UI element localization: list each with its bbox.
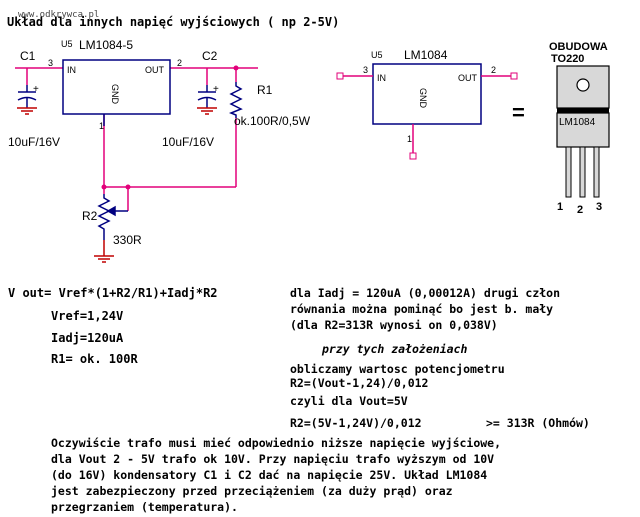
regulator-name: LM1084-5 bbox=[79, 38, 133, 52]
footer-line-5: przegrzaniem (temperatura). bbox=[51, 500, 238, 514]
formula-r1: R1= ok. 100R bbox=[51, 352, 138, 366]
c2-value: 10uF/16V bbox=[162, 135, 214, 149]
pin-out-label: OUT bbox=[145, 65, 165, 75]
package-pin-2: 2 bbox=[577, 204, 583, 216]
symbol-pin-num-in: 3 bbox=[363, 65, 368, 75]
pin-gnd-label: GND bbox=[110, 84, 120, 105]
c1-ground-icon bbox=[17, 107, 37, 115]
lm1084-symbol bbox=[336, 63, 518, 160]
formula-main: V out= Vref*(1+R2/R1)+Iadj*R2 bbox=[8, 286, 218, 300]
junction-dot bbox=[125, 184, 131, 190]
c1-value: 10uF/16V bbox=[8, 135, 60, 149]
r2-value: 330R bbox=[113, 233, 142, 247]
note-calc-2: R2=(Vout-1,24)/0,012 bbox=[290, 376, 429, 390]
regulator-box bbox=[62, 59, 171, 115]
footer-line-3: (do 16V) kondensatory C1 i C2 dać na nap… bbox=[51, 468, 488, 482]
footer-line-1: Oczywiście trafo musi mieć odpowiednio n… bbox=[51, 436, 502, 450]
c1-plus: + bbox=[33, 84, 39, 95]
package-title-2: TO220 bbox=[551, 53, 584, 65]
note-calc-3: czyli dla Vout=5V bbox=[290, 394, 408, 408]
pin-num-gnd: 1 bbox=[99, 121, 104, 131]
symbol-name: LM1084 bbox=[404, 48, 448, 62]
package-pin-1: 1 bbox=[557, 201, 563, 213]
footer-line-2: dla Vout 2 - 5V trafo ok 10V. Przy napię… bbox=[51, 452, 495, 466]
symbol-pin-num-out: 2 bbox=[491, 65, 496, 75]
symbol-pin-num-gnd: 1 bbox=[407, 134, 412, 144]
formula-iadj: Iadj=120uA bbox=[51, 331, 124, 345]
r1-value: ok.100R/0,5W bbox=[234, 114, 311, 128]
website-watermark: www.odkrywca.pl bbox=[18, 10, 100, 20]
symbol-pin-in: IN bbox=[377, 73, 386, 83]
pin-num-in: 3 bbox=[48, 58, 53, 68]
note-line-2: równania można pominąć bo jest b. mały bbox=[290, 302, 554, 316]
page-title: Układ dla innych napięć wyjściowych ( np… bbox=[7, 15, 340, 29]
package-title-1: OBUDOWA bbox=[549, 41, 608, 53]
c2-plus: + bbox=[213, 84, 219, 95]
symbol-pin-gnd: GND bbox=[418, 88, 428, 109]
pin-in-label: IN bbox=[67, 65, 76, 75]
junction-dot bbox=[101, 184, 107, 190]
note-calc-4: R2=(5V-1,24V)/0,012 bbox=[290, 416, 422, 430]
c2-label: C2 bbox=[202, 49, 218, 63]
note-calc-1: obliczamy wartosc potencjometru bbox=[290, 362, 505, 376]
r2-wiper-arrow bbox=[106, 205, 128, 217]
symbol-u5-label: U5 bbox=[371, 50, 383, 60]
symbol-pin-out: OUT bbox=[458, 73, 478, 83]
footer-line-4: jest zabezpieczony przed przeciążeniem (… bbox=[51, 484, 453, 498]
formula-vref: Vref=1,24V bbox=[51, 309, 124, 323]
note-line-3: (dla R2=313R wynosi on 0,038V) bbox=[290, 318, 498, 332]
junction-dot bbox=[233, 65, 239, 71]
c2-capacitor bbox=[197, 85, 217, 108]
package-pin-3: 3 bbox=[596, 201, 602, 213]
r2-label: R2 bbox=[82, 209, 98, 223]
r2-potentiometer bbox=[97, 194, 111, 240]
circuit-schematic: U5 LM1084-5 IN OUT GND 3 2 1 C1 C2 + + 1… bbox=[8, 38, 610, 263]
note-line-1: dla Iadj = 120uA (0,00012A) drugi człon bbox=[290, 286, 561, 300]
note-calc-5: >= 313R (Ohmów) bbox=[486, 416, 590, 430]
r1-resistor bbox=[228, 82, 243, 118]
r1-label: R1 bbox=[257, 83, 273, 97]
c1-label: C1 bbox=[20, 49, 36, 63]
package-marking: LM1084 bbox=[559, 117, 596, 128]
note-assumptions: przy tych założeniach bbox=[322, 342, 468, 356]
equals-sign: = bbox=[512, 100, 525, 125]
u5-label: U5 bbox=[61, 39, 73, 49]
pin-num-out: 2 bbox=[177, 58, 182, 68]
to220-package-icon bbox=[556, 65, 610, 198]
c1-capacitor bbox=[17, 85, 37, 108]
c2-ground-icon bbox=[197, 107, 217, 115]
r2-ground-icon bbox=[94, 240, 114, 263]
